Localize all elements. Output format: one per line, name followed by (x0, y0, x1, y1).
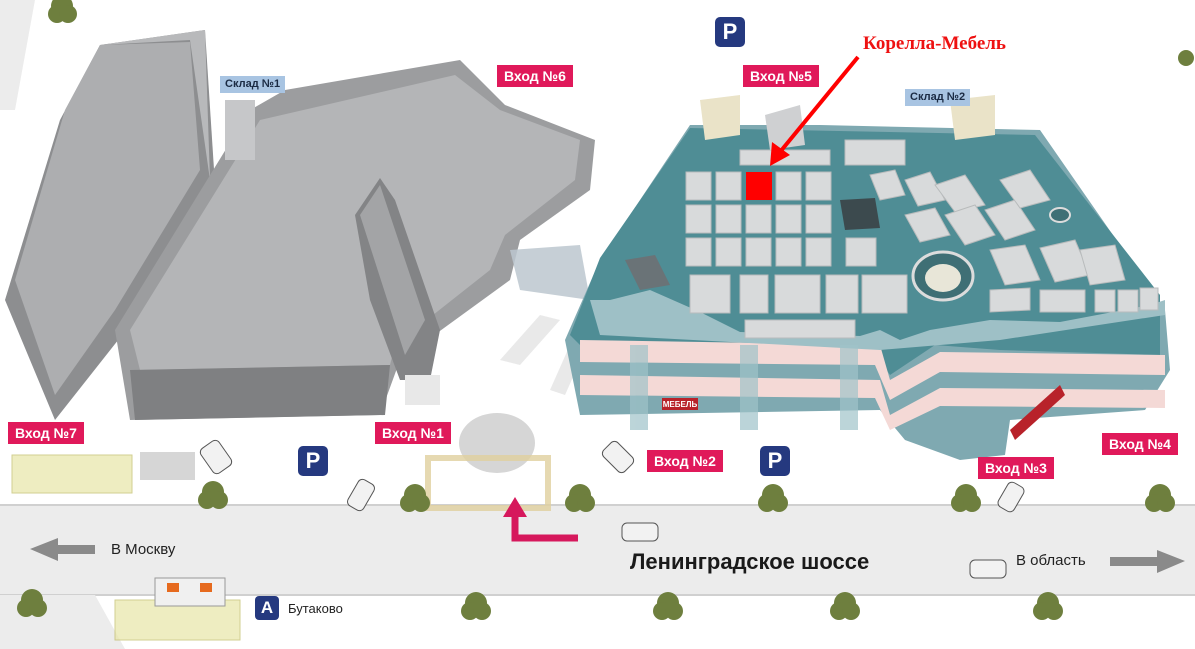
walkway (500, 315, 560, 365)
warehouse-1-label: Склад №1 (220, 76, 286, 93)
parking-icon: P (298, 446, 328, 476)
store-sign: МЕБЕЛЬ (663, 400, 698, 409)
callout-arrow (770, 55, 860, 166)
entrance-4-label: Вход №4 (1102, 433, 1178, 455)
highlight-store-label: Корелла-Мебель (863, 33, 1006, 54)
entrance-3-label: Вход №3 (978, 457, 1054, 479)
entrance-1-canopy (425, 413, 551, 511)
direction-left-label: В Москву (111, 541, 176, 558)
side-path (0, 0, 35, 110)
trees (17, 0, 1194, 620)
arrow-left-icon (30, 538, 95, 561)
route-arrow-head (503, 497, 527, 517)
bus-stop-icon: A (255, 596, 279, 620)
mall-building: МЕБЕЛЬ (565, 95, 1170, 460)
bus-shelter-left (11, 452, 195, 494)
cars (199, 439, 1025, 579)
road-name: Ленинградское шоссе (630, 549, 870, 574)
highlight-store-marker (746, 172, 772, 200)
left-building (5, 30, 595, 420)
parking-icon: P (760, 446, 790, 476)
entrance-6-label: Вход №6 (497, 65, 573, 87)
route-arrow (511, 515, 578, 542)
entrance-2-label: Вход №2 (647, 450, 723, 472)
warehouse-2-label: Склад №2 (905, 89, 971, 106)
direction-right-label: В область (1016, 552, 1086, 569)
arrow-right-icon (1110, 550, 1185, 573)
bus-stop-name: Бутаково (288, 601, 343, 616)
entrance-7-label: Вход №7 (8, 422, 84, 444)
entrance-1-label: Вход №1 (375, 422, 451, 444)
bus-stop-shelter (114, 577, 241, 641)
parking-icon: P (715, 17, 745, 47)
entrance-5-label: Вход №5 (743, 65, 819, 87)
